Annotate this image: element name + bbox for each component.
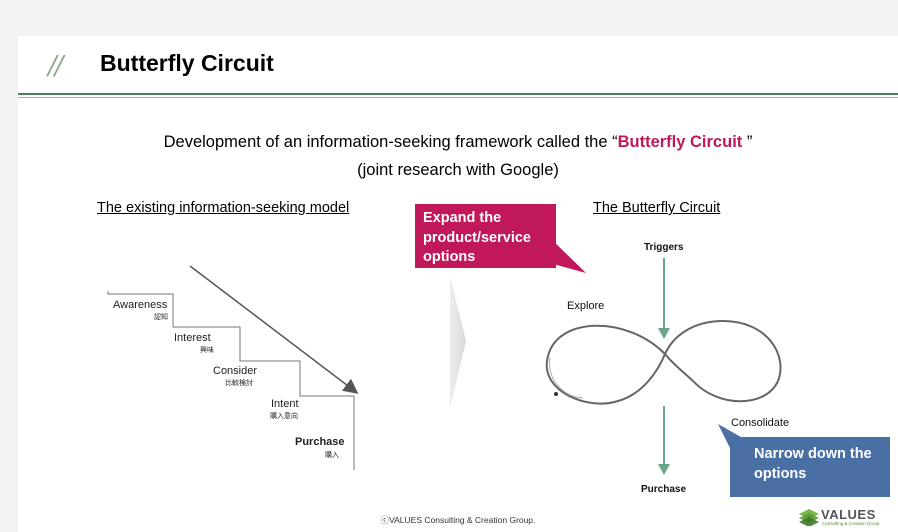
footer-copyright: ⓒVALUES Consulting & Creation Group.	[380, 515, 536, 525]
headline-suffix: ”	[742, 133, 753, 151]
diagram-graphics	[107, 236, 782, 475]
step-awareness: Awareness	[113, 299, 168, 311]
butterfly-loop	[545, 319, 782, 405]
title-rule	[18, 93, 898, 95]
step-purchase-ja: 購入	[325, 452, 339, 459]
transition-chevron-icon	[450, 276, 466, 408]
step-interest-ja: 興味	[200, 347, 214, 354]
label-explore: Explore	[567, 300, 605, 312]
butterfly-circuit-heading: The Butterfly Circuit	[593, 200, 721, 216]
step-intent: Intent	[271, 398, 299, 410]
slide: // Butterfly Circuit Development of an i…	[18, 36, 898, 532]
title-slashes-icon: //	[48, 51, 63, 81]
existing-model-heading: The existing information-seeking model	[97, 200, 350, 216]
title-rule-thin	[18, 97, 898, 98]
callout-narrow-options: Narrow down the options	[730, 437, 890, 497]
headline: Development of an information-seeking fr…	[18, 133, 898, 152]
step-purchase: Purchase	[295, 436, 345, 448]
label-purchase: Purchase	[641, 484, 687, 495]
logo-tagline: Consulting & Creation Group	[822, 521, 880, 526]
staircase	[107, 291, 355, 470]
slide-title: Butterfly Circuit	[100, 50, 274, 76]
step-interest: Interest	[174, 332, 211, 344]
headline-subline: (joint research with Google)	[357, 161, 559, 179]
step-consider: Consider	[213, 365, 258, 377]
callout-expand-options: Expand the product/service options	[415, 204, 556, 268]
step-consider-ja: 比較検討	[225, 380, 253, 387]
values-logo: VALUES Consulting & Creation Group	[798, 507, 888, 529]
funnel-arrow	[189, 265, 359, 394]
headline-prefix: Development of an information-seeking fr…	[163, 133, 618, 151]
step-awareness-ja: 認知	[154, 314, 168, 321]
logo-stack-icon	[799, 509, 819, 526]
headline-highlight: Butterfly Circuit	[617, 133, 743, 151]
label-consolidate: Consolidate	[731, 417, 790, 429]
label-triggers: Triggers	[644, 242, 684, 253]
logo-name: VALUES	[821, 507, 876, 522]
step-intent-ja: 購入意向	[270, 413, 298, 420]
